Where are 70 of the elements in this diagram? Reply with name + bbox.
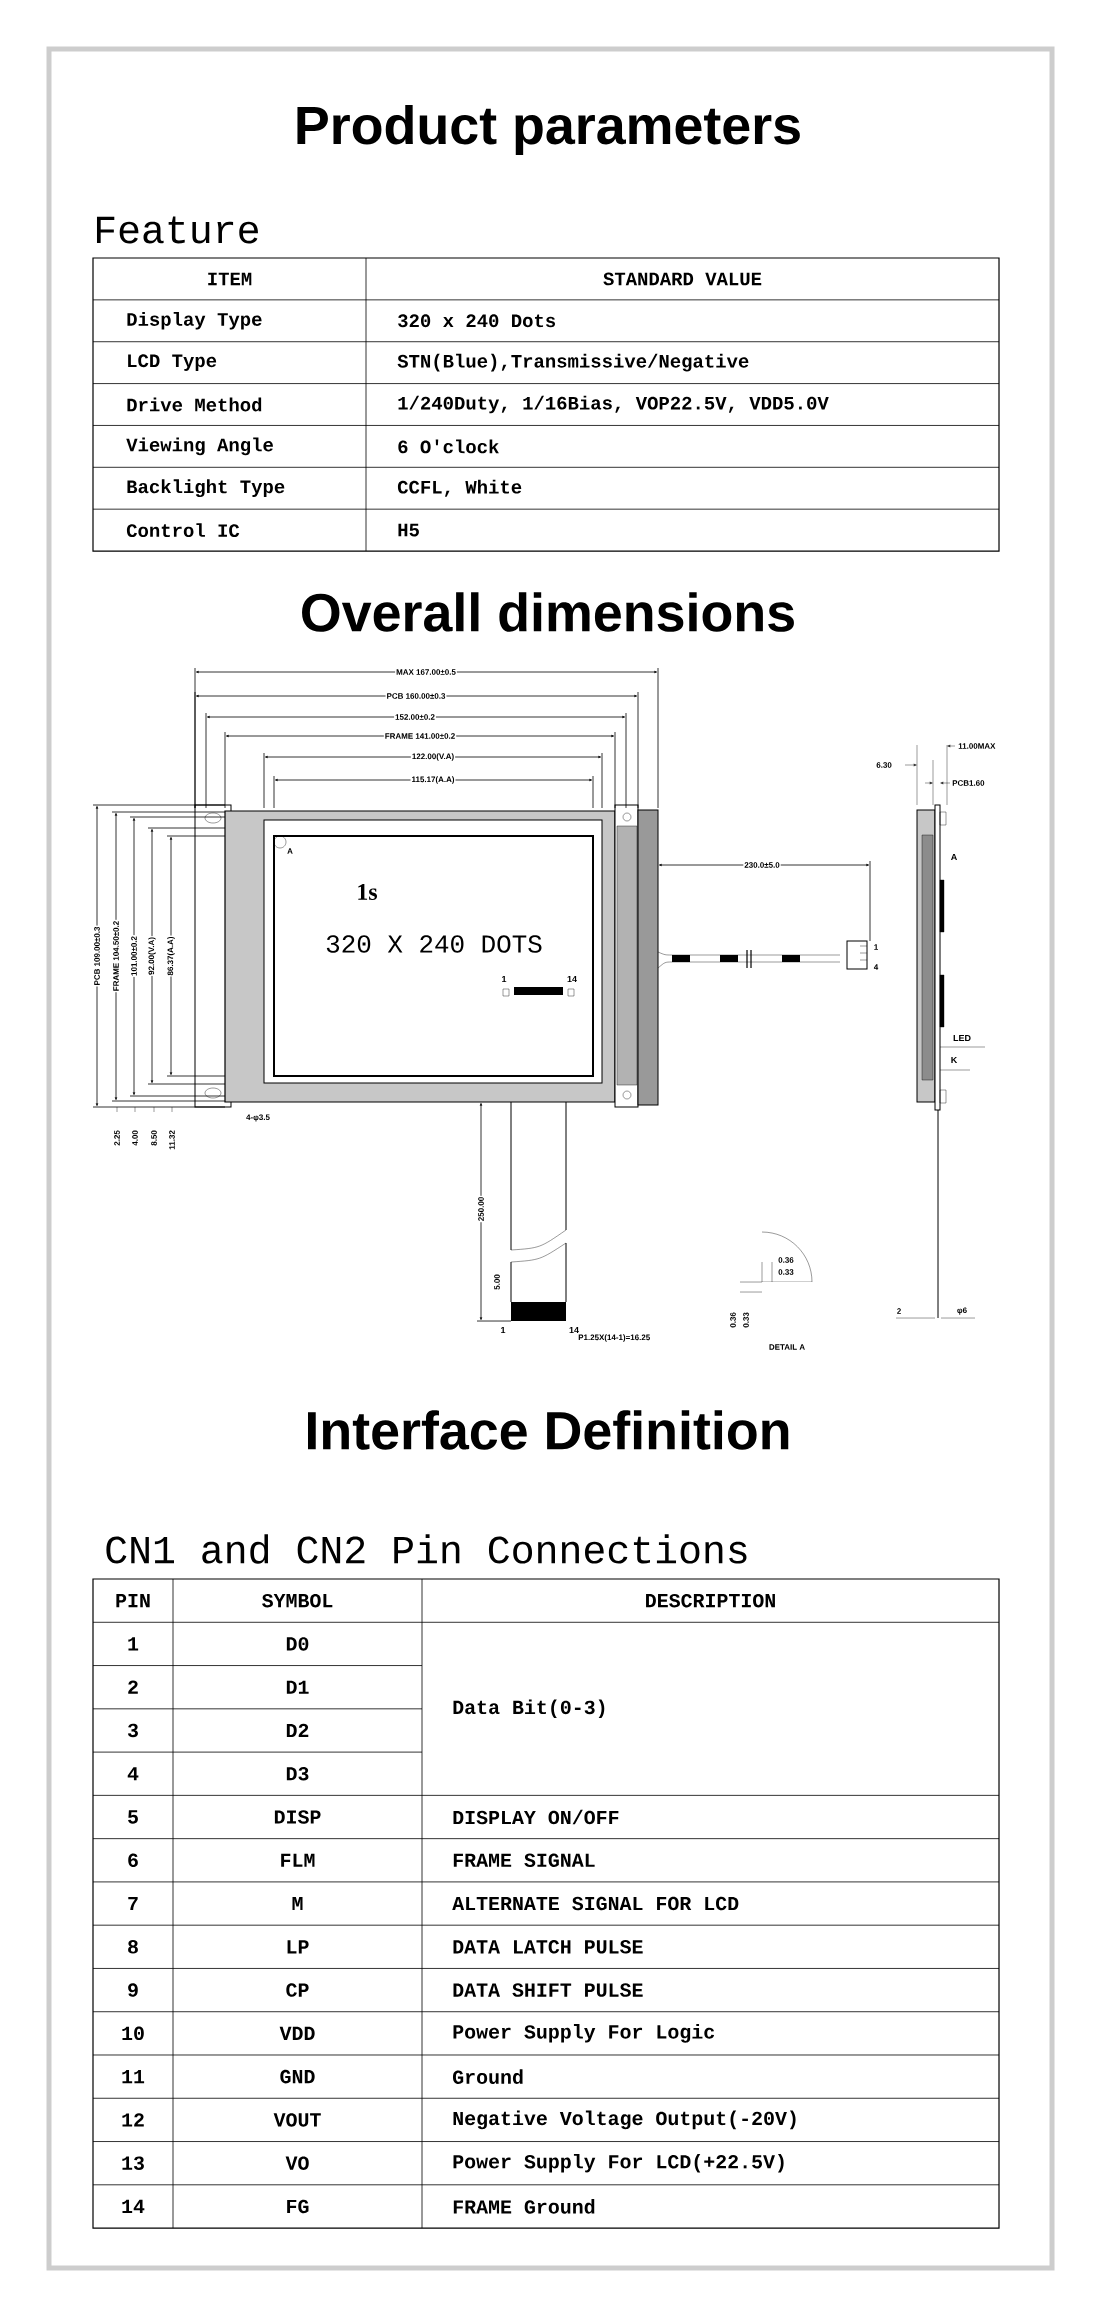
table-text: M bbox=[292, 1897, 303, 1911]
table-text: Ground bbox=[453, 2069, 523, 2084]
table-text: Viewing Angle bbox=[126, 437, 273, 456]
table-text: Backlight Type bbox=[127, 479, 285, 498]
table-header: DESCRIPTION bbox=[646, 1593, 775, 1608]
section-heading: Feature bbox=[97, 216, 258, 244]
table-text: 1/240Duty, 1/16Bias, VOP22.5V, VDD5.0V bbox=[398, 395, 829, 414]
section-heading: Overall dimensions bbox=[302, 592, 794, 632]
title: Product parameters bbox=[297, 104, 800, 156]
pin-label: LED bbox=[953, 1034, 971, 1042]
table-text: CCFL, White bbox=[397, 479, 522, 497]
table-text: 6 O'clock bbox=[398, 439, 499, 454]
table-text: 8 bbox=[128, 1940, 138, 1954]
section-heading: CN1 and CN2 Pin Connections bbox=[106, 1534, 747, 1564]
pin-number: 1 bbox=[501, 1326, 506, 1334]
table-text: 2 bbox=[128, 1680, 138, 1694]
table-text: DATA LATCH PULSE bbox=[453, 1940, 643, 1954]
table-text: D0 bbox=[286, 1637, 309, 1651]
table-text: ALTERNATE SIGNAL FOR LCD bbox=[452, 1896, 739, 1911]
table-text: DISPLAY ON/OFF bbox=[453, 1809, 619, 1825]
pin-label: K bbox=[951, 1056, 958, 1064]
table-text: 4 bbox=[127, 1767, 139, 1781]
table-header: ITEM bbox=[208, 272, 252, 286]
table-text: Display Type bbox=[127, 311, 262, 330]
pin-number: 1 bbox=[502, 975, 507, 983]
table-text: 6 bbox=[128, 1853, 138, 1868]
table-text: GND bbox=[280, 2069, 315, 2084]
table-text: 3 bbox=[127, 1723, 138, 1738]
table-text: 13 bbox=[122, 2156, 144, 2170]
table-text: Power Supply For Logic bbox=[453, 2024, 715, 2043]
table-text: Control IC bbox=[126, 523, 240, 538]
table-text: H5 bbox=[398, 523, 419, 537]
table-header: SYMBOL bbox=[262, 1593, 333, 1608]
display-text: 1s bbox=[358, 884, 378, 900]
table-text: FRAME Ground bbox=[453, 2199, 595, 2214]
table-text: 9 bbox=[128, 1983, 138, 1997]
table-text: 14 bbox=[122, 2199, 145, 2213]
table-text: Power Supply For LCD(+22.5V) bbox=[453, 2153, 784, 2173]
pin-number: 14 bbox=[567, 975, 577, 983]
table-text: 1 bbox=[128, 1637, 139, 1651]
table-text: DISP bbox=[274, 1810, 321, 1824]
table-text: Negative Voltage Output(-20V) bbox=[453, 2110, 796, 2130]
table-text: Data Bit(0-3) bbox=[453, 1699, 605, 1719]
display-text: 320 X 240 DOTS bbox=[326, 935, 542, 953]
table-text: 7 bbox=[128, 1897, 138, 1911]
table-header: STANDARD VALUE bbox=[603, 272, 762, 286]
table-text: LCD Type bbox=[128, 354, 217, 371]
table-text: DATA SHIFT PULSE bbox=[453, 1983, 643, 1997]
pin-label: A bbox=[951, 853, 957, 861]
table-text: CP bbox=[286, 1983, 309, 1997]
section-heading: Interface Definition bbox=[308, 1410, 789, 1450]
table-text: STN(Blue),Transmissive/Negative bbox=[397, 353, 749, 372]
table-text: Drive Method bbox=[127, 397, 262, 412]
table-text: FG bbox=[287, 2199, 309, 2214]
table-text: 5 bbox=[128, 1810, 138, 1824]
table-text: VDD bbox=[279, 2026, 315, 2040]
table-text: 320 x 240 Dots bbox=[398, 314, 556, 328]
table-text: D1 bbox=[286, 1680, 309, 1694]
table-text: D2 bbox=[286, 1723, 309, 1738]
table-text: 10 bbox=[122, 2026, 144, 2041]
table-text: FLM bbox=[281, 1853, 315, 1867]
table-text: VO bbox=[285, 2156, 309, 2170]
pin-number: 14 bbox=[569, 1326, 579, 1334]
table-header: PIN bbox=[116, 1594, 150, 1608]
table-text: LP bbox=[287, 1940, 309, 1954]
table-text: 11 bbox=[122, 2070, 145, 2084]
table-text: D3 bbox=[286, 1766, 309, 1781]
table-text: VOUT bbox=[273, 2113, 321, 2127]
table-text: FRAME SIGNAL bbox=[453, 1853, 595, 1868]
table-text: 12 bbox=[122, 2113, 144, 2127]
